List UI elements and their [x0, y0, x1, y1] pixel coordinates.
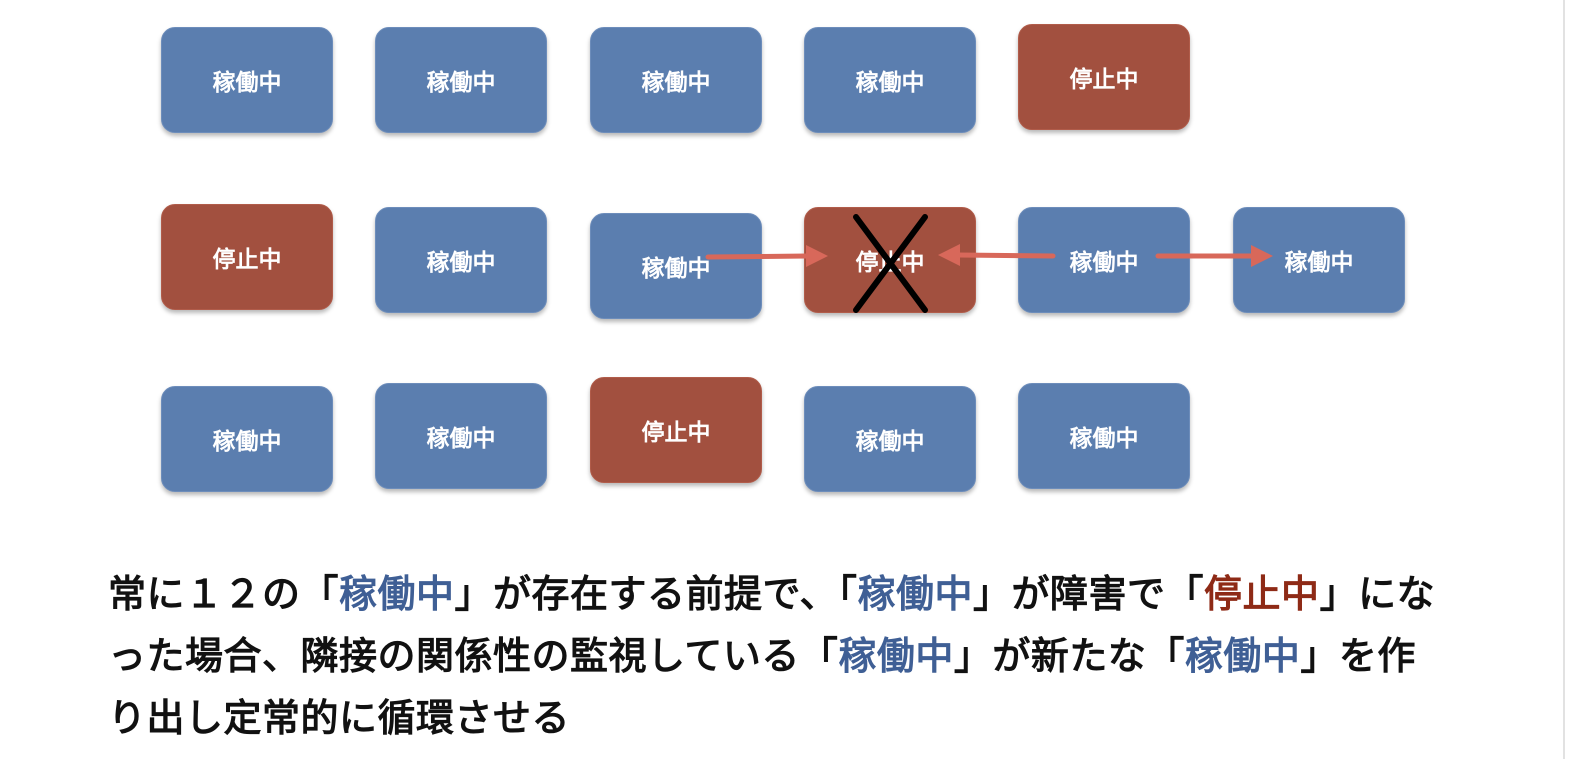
node-running-new-r2c6: 稼働中 — [1233, 207, 1405, 313]
caption-segment: 」が存在する前提で、「 — [454, 572, 858, 616]
node-running-r2c5: 稼働中 — [1018, 207, 1190, 313]
node-running-r1c1: 稼働中 — [161, 27, 333, 133]
node-label: 稼働中 — [641, 70, 711, 96]
node-label: 稼働中 — [1069, 250, 1139, 276]
node-label: 停止中 — [212, 247, 282, 273]
node-label: 停止中 — [1069, 67, 1139, 93]
node-label: 停止中 — [641, 420, 711, 446]
node-stopped-r2c1: 停止中 — [161, 204, 333, 310]
caption-highlight-stopped: 停止中 — [1204, 572, 1320, 616]
slide-right-edge — [1563, 0, 1565, 759]
node-running-r1c4: 稼働中 — [804, 27, 976, 133]
caption-highlight-running: 稼働中 — [857, 572, 974, 616]
node-label: 稼働中 — [212, 70, 282, 96]
caption-segment: 」が新たな「 — [953, 634, 1185, 678]
node-running-r1c3: 稼働中 — [590, 27, 762, 133]
caption-highlight-running: 稼働中 — [1184, 634, 1301, 678]
caption-highlight-running: 稼働中 — [339, 572, 455, 616]
node-running-r1c2: 稼働中 — [375, 27, 547, 133]
node-running-r3c4: 稼働中 — [804, 386, 976, 492]
node-label: 稼働中 — [1069, 426, 1139, 452]
caption-text: 常に１２の「稼働中」が存在する前提で、「稼働中」が障害で「停止中」になった場合、… — [108, 563, 1448, 749]
node-stopped-failed-r2c4: 停止中 — [804, 207, 976, 313]
node-running-r3c2: 稼働中 — [375, 383, 547, 489]
caption-segment: 」を作り出し定常的に循環させる — [108, 634, 1416, 740]
caption-segment: 常に１２の「 — [108, 572, 340, 616]
caption-segment: 」が障害で「 — [973, 572, 1205, 616]
node-label: 稼働中 — [426, 426, 496, 452]
node-label: 稼働中 — [641, 256, 711, 282]
node-running-r3c1: 稼働中 — [161, 386, 333, 492]
node-stopped-r3c3: 停止中 — [590, 377, 762, 483]
node-label: 稼働中 — [855, 70, 925, 96]
node-running-r2c2: 稼働中 — [375, 207, 547, 313]
node-label: 稼働中 — [212, 429, 282, 455]
node-label: 稼働中 — [1284, 250, 1354, 276]
node-label: 稼働中 — [426, 70, 496, 96]
node-running-r2c3: 稼働中 — [590, 213, 762, 319]
node-label: 稼働中 — [855, 429, 925, 455]
node-running-r3c5: 稼働中 — [1018, 383, 1190, 489]
caption-highlight-running: 稼働中 — [838, 634, 954, 678]
node-stopped-r1c5: 停止中 — [1018, 24, 1190, 130]
node-label: 稼働中 — [426, 250, 496, 276]
node-label: 停止中 — [855, 250, 925, 276]
caption-segment: 」になった場合、隣接の関係性の監視している「 — [108, 572, 1436, 678]
